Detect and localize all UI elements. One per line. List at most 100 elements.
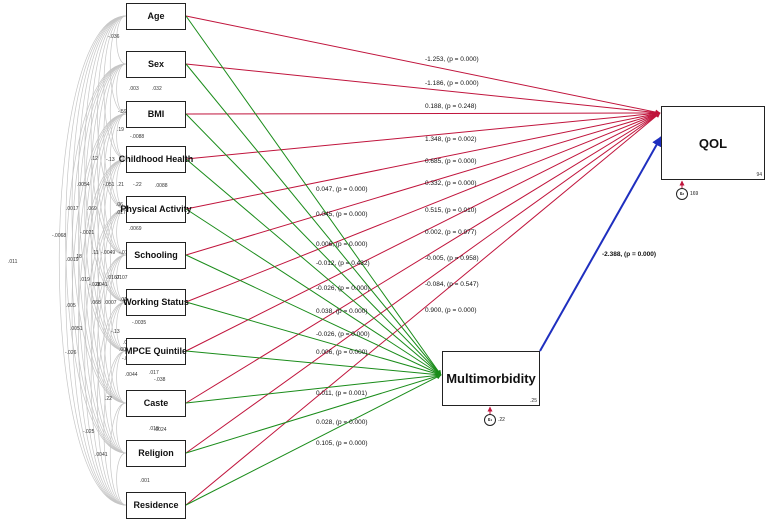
qol-path-coefficient: 0.002, (p = 0.977) — [425, 229, 477, 236]
covariance-arc — [97, 158, 127, 352]
covariance-label: -.051 — [103, 182, 115, 188]
exogenous-label: Age — [147, 11, 165, 21]
covariance-arc — [103, 301, 127, 454]
covariance-label: -.22 — [133, 182, 142, 188]
covariance-label: -.5967 — [118, 109, 132, 115]
covariance-arc — [116, 158, 127, 210]
covariance-label: .0051 — [119, 347, 132, 353]
multimorbidity-path-coefficient: -0.012, (p = 0.432) — [316, 260, 370, 267]
covariance-arc — [103, 113, 127, 256]
covariance-label: -.13 — [111, 329, 120, 335]
path-to-multimorbidity — [185, 373, 442, 454]
covariance-label: .069 — [87, 206, 97, 212]
covariance-arc — [84, 208, 127, 506]
covariance-label: -.038 — [154, 377, 166, 383]
path-to-qol — [185, 112, 661, 506]
path-to-qol — [185, 112, 661, 454]
multimorbidity-path-coefficient: -0.026, (p = 0.000) — [316, 285, 370, 292]
path-to-qol — [185, 110, 661, 116]
exogenous-node: Residence — [126, 491, 186, 519]
qol-error-symbol: ε — [679, 191, 683, 197]
multimorbidity-path-coefficient: 0.045, (p = 0.000) — [316, 211, 368, 218]
covariance-arc — [103, 254, 127, 404]
exogenous-node: BMI — [126, 100, 186, 128]
multimorbidity-error-subscript: 1 — [490, 418, 493, 422]
qol-path-coefficient: -0.084, (p = 0.547) — [425, 281, 479, 288]
path-to-multimorbidity — [185, 158, 442, 376]
covariance-label: .0041 — [95, 282, 108, 288]
covariance-label: -.0049 — [101, 250, 115, 256]
exogenous-label: Sex — [147, 59, 164, 69]
covariance-label: -.13 — [106, 157, 115, 163]
qol-path-coefficient: 0.900, (p = 0.000) — [425, 307, 477, 314]
covariance-arc — [116, 63, 127, 115]
covariance-arc — [97, 208, 127, 404]
multimorbidity-path-coefficient: 0.047, (p = 0.000) — [316, 186, 368, 193]
covariance-label: -.026 — [65, 350, 77, 356]
qol-path-coefficient: -1.253, (p = 0.000) — [425, 56, 479, 63]
covariance-arc — [116, 402, 127, 454]
multimorbidity-error-value: .22 — [498, 417, 505, 423]
exogenous-label: Working Status — [123, 297, 189, 307]
path-to-multimorbidity — [185, 15, 442, 376]
qol-path-coefficient: 0.515, (p = 0.010) — [425, 207, 477, 214]
covariance-label: .012 — [120, 297, 130, 303]
multimorbidity-path-coefficient: 0.011, (p = 0.001) — [316, 390, 367, 397]
covariance-label: .0167 — [107, 275, 120, 281]
multimorbidity-intercept: .25 — [530, 398, 537, 404]
multimorbidity-path-coefficient: 0.038, (p = 0.000) — [316, 308, 368, 315]
covariance-arc — [103, 350, 127, 506]
covariance-label: .017 — [149, 370, 159, 376]
covariance-arc — [116, 15, 127, 65]
exogenous-node: Schooling — [126, 241, 186, 269]
exogenous-node: MPCE Quintile — [125, 337, 188, 365]
path-to-qol — [185, 111, 661, 210]
qol-path-coefficient: -0.005, (p = 0.958) — [425, 255, 479, 262]
mediator-path-coefficient: -2.388, (p = 0.000) — [602, 251, 656, 258]
covariance-arc — [116, 113, 127, 160]
covariance-label: .001 — [140, 478, 150, 484]
covariance-arc — [116, 301, 127, 352]
covariance-label: .0044 — [125, 372, 138, 378]
qol-error-value: 169 — [690, 191, 699, 197]
path-to-multimorbidity — [185, 350, 442, 378]
multimorbidity-path-coefficient: 0.105, (p = 0.000) — [316, 440, 368, 447]
covariance-arc — [78, 63, 127, 404]
covariance-label: .003 — [129, 86, 139, 92]
multimorbidity-path-coefficient: 0.006, (p = 0.000) — [316, 349, 368, 356]
path-to-multimorbidity — [185, 63, 442, 376]
exogenous-label: Childhood Health — [118, 154, 194, 164]
exogenous-node: Caste — [126, 389, 186, 417]
covariance-label: .0054 — [77, 182, 90, 188]
exogenous-node: Physical Activity — [120, 195, 192, 223]
qol-path-coefficient: 0.685, (p = 0.000) — [425, 158, 477, 165]
covariance-arc — [116, 208, 127, 256]
covariance-label: -.0035 — [132, 320, 146, 326]
path-to-multimorbidity — [185, 208, 442, 376]
covariance-label: .11 — [92, 250, 99, 256]
path-to-qol — [185, 112, 661, 303]
covariance-label: -.028 — [89, 282, 101, 288]
exogenous-label: Physical Activity — [120, 204, 192, 214]
covariance-arc — [78, 113, 127, 454]
qol-path-coefficient: 0.332, (p = 0.000) — [425, 180, 477, 187]
qol-path-coefficient: 0.188, (p = 0.248) — [425, 103, 477, 110]
covariance-label: .18 — [75, 254, 82, 260]
path-to-qol — [185, 111, 661, 256]
exogenous-label: MPCE Quintile — [125, 346, 188, 356]
covariance-arc — [103, 158, 127, 303]
multimorbidity-label: Multimorbidity — [446, 371, 536, 386]
path-to-qol — [185, 112, 661, 404]
qol-node: QOL 94 — [661, 106, 765, 180]
covariance-label: .068 — [91, 300, 101, 306]
exogenous-node: Religion — [126, 439, 186, 467]
qol-path-coefficient: 1.348, (p = 0.002) — [425, 136, 477, 143]
covariance-label: .019 — [80, 277, 90, 283]
mediator-path — [539, 136, 662, 352]
covariance-label: .0051 — [70, 326, 83, 332]
path-to-multimorbidity — [185, 301, 442, 377]
covariance-label: .06 — [116, 202, 123, 208]
